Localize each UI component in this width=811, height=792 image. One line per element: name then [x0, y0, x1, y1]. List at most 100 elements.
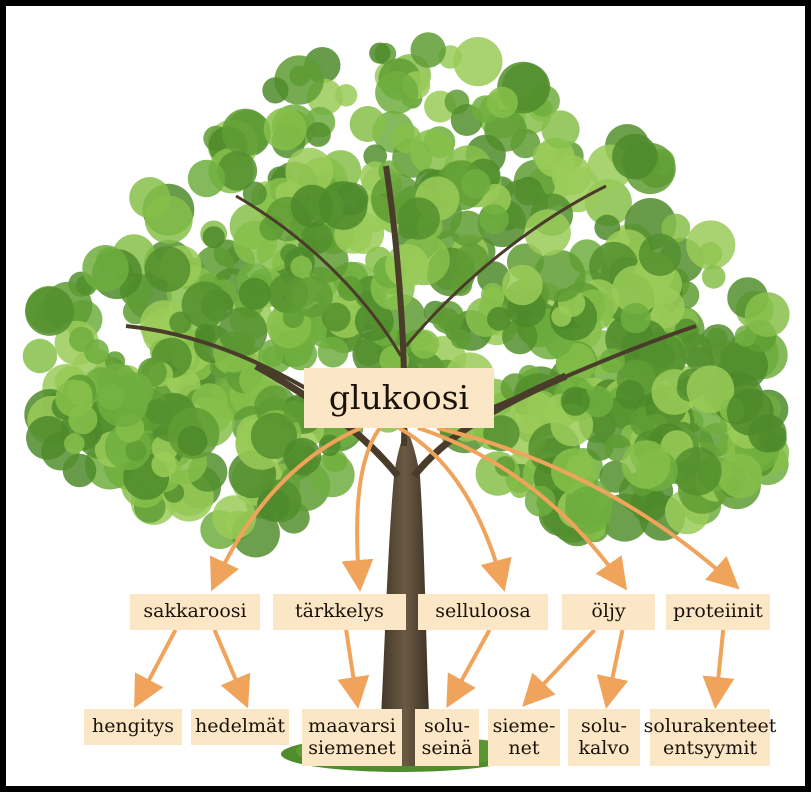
leaf-cluster: [283, 437, 322, 476]
node-proteiinit: proteiinit: [666, 594, 770, 630]
leaf-cluster: [310, 452, 355, 498]
arrow-glukoosi-selluloosa: [398, 426, 512, 592]
leaf-cluster: [541, 110, 580, 149]
arrow-oljy-siemenet: [522, 628, 597, 707]
leaf-cluster: [621, 440, 671, 489]
leaf-cluster: [212, 495, 257, 540]
leaf-cluster: [369, 42, 391, 64]
leaf-cluster: [349, 106, 386, 142]
node-label: glukoosi: [328, 378, 470, 418]
leaf-cluster: [22, 338, 58, 374]
leaf-cluster: [97, 375, 149, 427]
leaf-cluster: [263, 107, 307, 151]
tree-foliage: [22, 32, 790, 558]
leaf-cluster: [144, 246, 191, 292]
leaf-cluster: [551, 155, 592, 196]
leaf-cluster: [744, 292, 790, 337]
node-tarkkelys: tärkkelys: [273, 594, 406, 630]
leaf-cluster: [718, 453, 763, 499]
leaf-cluster: [283, 400, 307, 423]
leaf-cluster: [218, 307, 268, 357]
leaf-cluster: [453, 37, 503, 87]
leaf-cluster: [26, 416, 70, 460]
leaf-cluster: [306, 122, 331, 147]
node-hengitys: hengitys: [84, 709, 182, 745]
leaf-cluster: [145, 399, 171, 424]
leaf-cluster: [410, 32, 446, 68]
leaf-cluster: [256, 488, 290, 522]
leaf-cluster: [262, 77, 289, 104]
leaf-cluster: [202, 226, 225, 249]
node-maavarsi-siemenet: maavarsi siemenet: [302, 709, 402, 766]
leaf-cluster: [177, 426, 208, 456]
node-label: solu- kalvo: [578, 714, 630, 759]
leaf-cluster: [450, 328, 471, 349]
leaf-cluster: [69, 326, 94, 352]
node-label: hengitys: [91, 715, 175, 738]
leaf-cluster: [64, 433, 85, 454]
leaf-cluster: [461, 169, 491, 199]
leaf-cluster: [686, 220, 736, 270]
leaf-cluster: [262, 345, 284, 368]
arrow-glukoosi-oljy: [417, 426, 628, 591]
node-solurakenteet-entsyymit: solurakenteet entsyymit: [644, 709, 776, 766]
arrows: [134, 426, 740, 709]
leaf-cluster: [55, 379, 93, 418]
node-label: proteiinit: [673, 600, 763, 623]
leaf-cluster: [560, 386, 590, 416]
leaf-cluster: [449, 210, 486, 247]
leaf-cluster: [221, 108, 270, 156]
leaf-cluster: [24, 286, 75, 336]
leaf-cluster: [734, 325, 757, 347]
arrow-proteiinit-solurakenteet: [702, 629, 735, 709]
node-hedelmat: hedelmät: [191, 709, 289, 745]
leaf-cluster: [334, 84, 358, 107]
arrow-sakkaroosi-hedelmat: [212, 629, 251, 709]
leaf-cluster: [565, 486, 613, 534]
leaf-cluster: [354, 337, 383, 367]
leaf-cluster: [181, 281, 229, 329]
node-label: sieme- net: [492, 714, 556, 759]
leaf-cluster: [82, 244, 129, 292]
leaf-cluster: [550, 403, 594, 447]
leaf-cluster: [285, 147, 334, 196]
arrow-selluloosa-soluseina: [446, 629, 492, 708]
leaf-cluster: [748, 414, 787, 453]
leaf-cluster: [533, 249, 586, 302]
leaf-cluster: [217, 151, 258, 191]
arrow-glukoosi-sakkaroosi: [209, 426, 362, 592]
node-label: selluloosa: [435, 600, 531, 623]
leaf-cluster: [431, 300, 465, 334]
node-label: solurakenteet entsyymit: [643, 714, 777, 759]
leaf-cluster: [291, 276, 333, 318]
leaf-cluster: [125, 440, 147, 462]
leaf-cluster: [487, 306, 511, 331]
leaf-cluster: [615, 380, 645, 409]
node-glukoosi: glukoosi: [304, 368, 494, 428]
leaf-cluster: [250, 412, 297, 459]
node-label: hedelmät: [195, 715, 285, 738]
leaf-cluster: [524, 209, 571, 256]
node-label: maavarsi siemenet: [308, 714, 396, 759]
leaf-cluster: [479, 204, 509, 235]
node-label: tärkkelys: [295, 600, 384, 623]
leaf-cluster: [612, 133, 658, 180]
leaf-cluster: [385, 243, 429, 288]
arrow-glukoosi-proteiinit: [436, 426, 740, 590]
leaf-cluster: [238, 277, 271, 310]
leaf-cluster: [397, 197, 440, 240]
leaf-cluster: [661, 213, 691, 243]
arrow-sakkaroosi-hengitys: [134, 629, 178, 709]
leaf-cluster: [409, 129, 455, 174]
leaf-cluster: [612, 265, 661, 314]
leaf-cluster: [701, 265, 726, 289]
leaf-cluster: [375, 71, 419, 115]
leaf-cluster: [410, 329, 440, 359]
node-oljy: öljy: [562, 594, 655, 630]
node-siemenet: sieme- net: [488, 709, 560, 766]
arrow-tarkkelys-maavarsi: [337, 629, 370, 709]
node-selluloosa: selluloosa: [418, 594, 548, 630]
leaf-cluster: [638, 233, 682, 276]
leaf-cluster: [242, 181, 267, 206]
leaf-cluster: [187, 159, 226, 198]
